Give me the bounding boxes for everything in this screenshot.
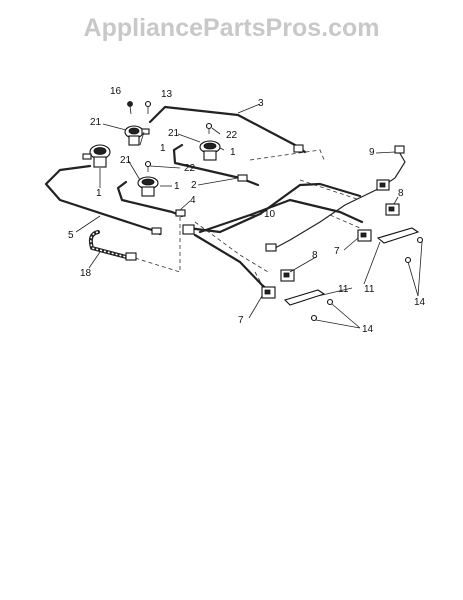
callout-10: 10 bbox=[264, 209, 276, 220]
burner-valves bbox=[82, 100, 304, 235]
manifold-right bbox=[198, 198, 364, 234]
tube-5 bbox=[44, 164, 162, 236]
callout-9: 9 bbox=[369, 147, 375, 158]
callout-16: 16 bbox=[110, 86, 122, 97]
callout-7-lower: 7 bbox=[238, 315, 244, 326]
callout-14-right: 14 bbox=[414, 297, 426, 308]
callout-1-d: 1 bbox=[96, 188, 102, 199]
ignition-components bbox=[261, 145, 424, 322]
callout-1-a: 1 bbox=[160, 143, 166, 154]
callout-1-b: 1 bbox=[230, 147, 236, 158]
callout-13: 13 bbox=[161, 89, 173, 100]
callout-22-center: 22 bbox=[184, 163, 196, 174]
tube-4 bbox=[116, 180, 184, 218]
flex-gas-line-18 bbox=[88, 230, 137, 261]
callout-3: 3 bbox=[258, 98, 264, 109]
manifold-lower bbox=[193, 233, 272, 294]
callout-8-lower: 8 bbox=[312, 250, 318, 261]
callout-14-lower: 14 bbox=[362, 324, 374, 335]
screw-22-center bbox=[144, 160, 152, 168]
callout-2: 2 bbox=[191, 180, 197, 191]
bracket-11-lower bbox=[283, 289, 326, 306]
callout-18: 18 bbox=[80, 268, 92, 279]
manifold-10 bbox=[186, 182, 362, 234]
gas-tubes bbox=[44, 105, 364, 294]
watermark: AppliancePartsPros.com bbox=[83, 14, 380, 42]
wire-harness-9 bbox=[274, 149, 406, 249]
callout-21-center: 21 bbox=[120, 155, 132, 166]
valve-assembly-top-left bbox=[124, 125, 150, 146]
callout-7-upper: 7 bbox=[334, 246, 340, 257]
callout-21-top-left: 21 bbox=[90, 117, 102, 128]
callout-5: 5 bbox=[68, 230, 74, 241]
screw-16 bbox=[127, 101, 133, 107]
callout-1-c: 1 bbox=[174, 181, 180, 192]
valve-assembly-center bbox=[137, 176, 159, 197]
valve-assembly-left bbox=[82, 144, 111, 168]
callout-8-upper: 8 bbox=[398, 188, 404, 199]
callout-labels: 16 13 3 21 21 22 1 1 21 22 1 1 2 4 10 5 … bbox=[68, 86, 426, 335]
callout-21-top-right: 21 bbox=[168, 128, 180, 139]
alignment-guides bbox=[134, 149, 361, 291]
callout-11-upper: 11 bbox=[364, 284, 375, 295]
screw-13 bbox=[144, 100, 152, 108]
callout-4: 4 bbox=[190, 195, 196, 206]
bracket-11-upper bbox=[376, 227, 420, 244]
leader-lines bbox=[75, 103, 423, 329]
screw-22-top bbox=[205, 122, 213, 130]
callout-11-lower: 11 bbox=[338, 284, 349, 295]
valve-assembly-top-right bbox=[199, 140, 221, 161]
callout-22-top: 22 bbox=[226, 130, 238, 141]
